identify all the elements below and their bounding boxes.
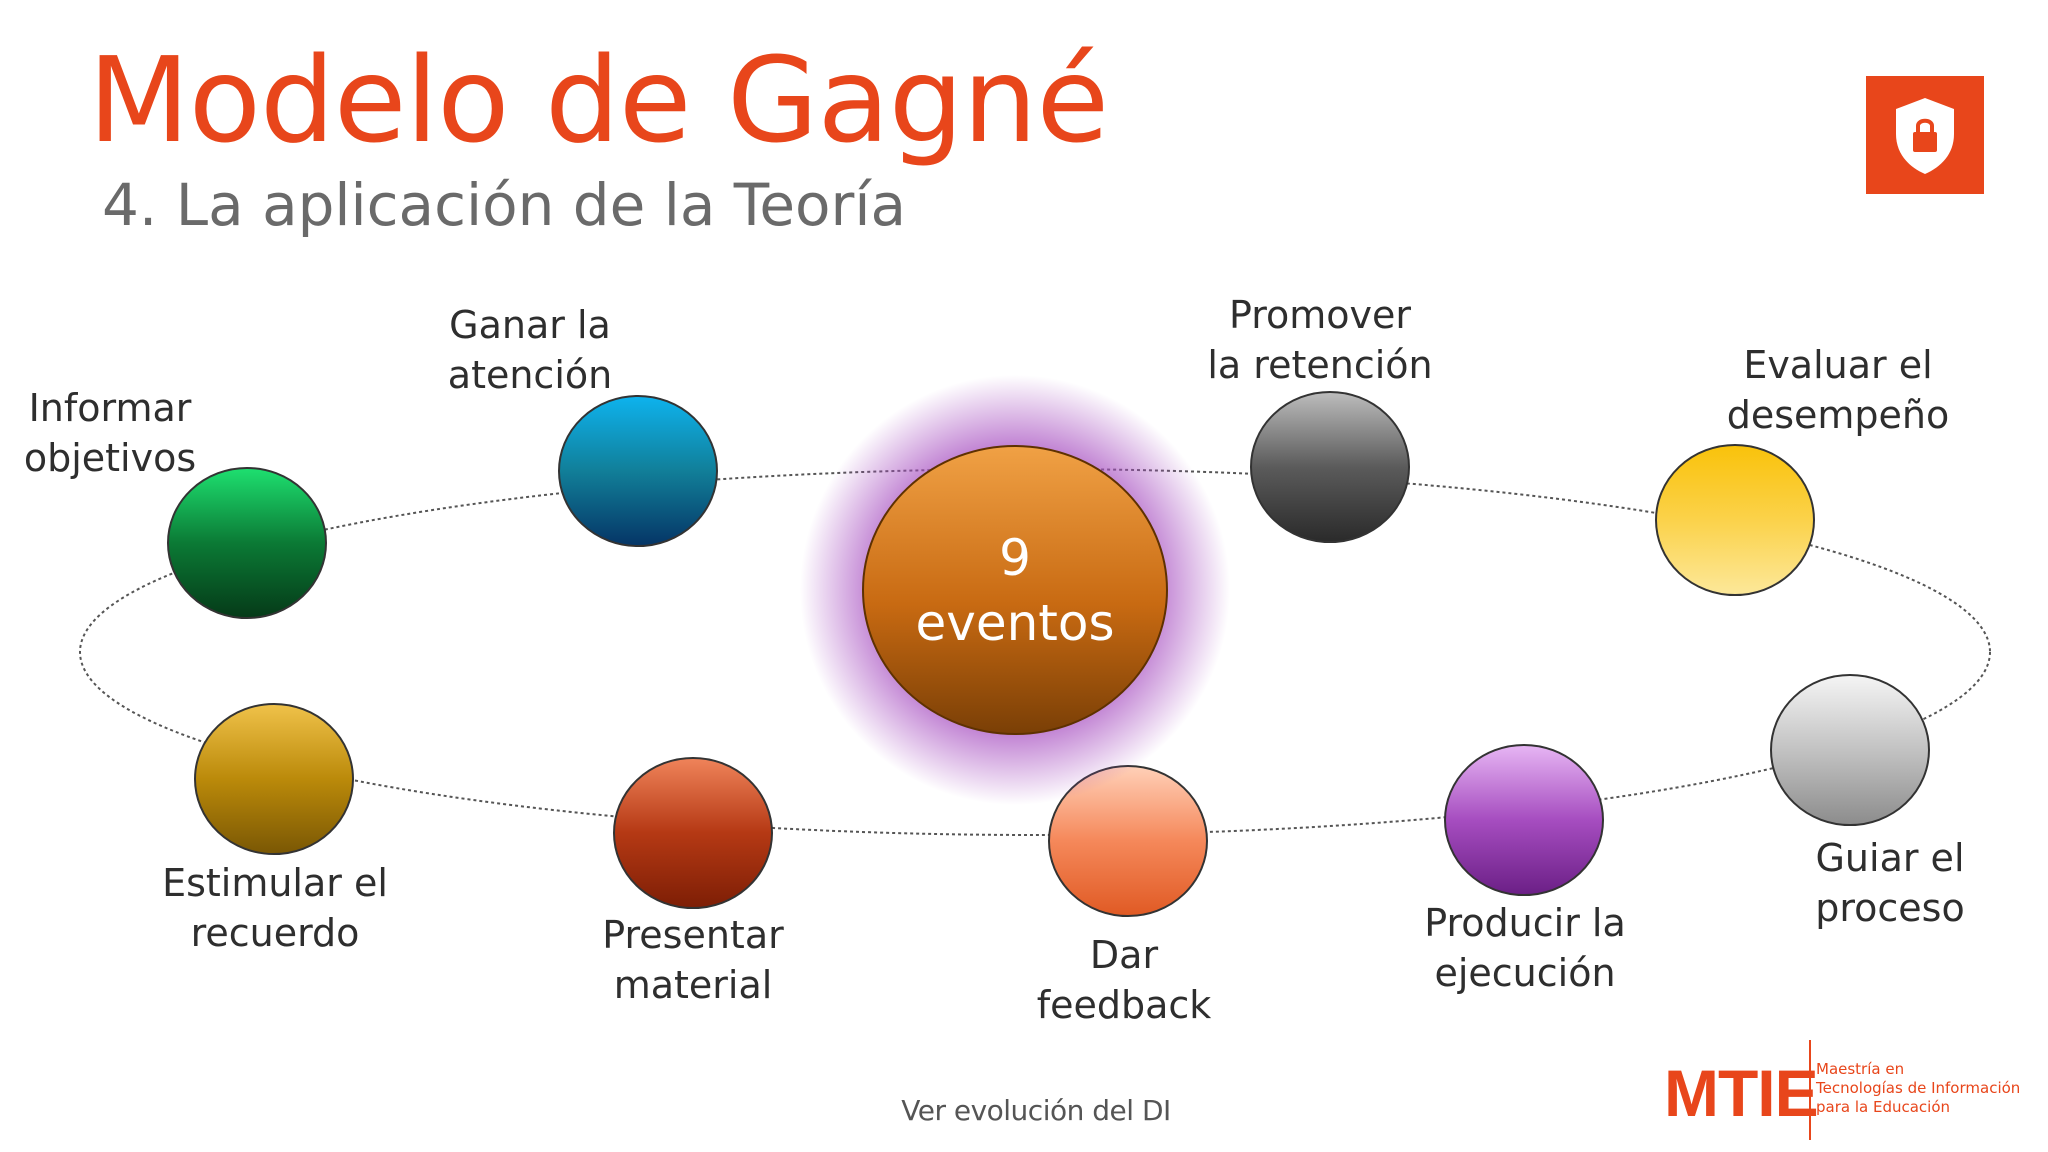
logo-divider <box>1809 1040 1811 1140</box>
event-label: Guiar el proceso <box>1815 836 1965 930</box>
gold-sphere[interactable] <box>194 702 354 856</box>
event-label: Dar feedback <box>1036 933 1212 1027</box>
logo-tagline: Maestría en Tecnologías de Información p… <box>1816 1060 2021 1116</box>
event-label: Presentar material <box>602 913 784 1007</box>
shield-badge[interactable] <box>1866 76 1984 194</box>
evolution-link[interactable]: Ver evolución del DI <box>901 1094 1171 1127</box>
dark-gray-sphere[interactable] <box>1250 390 1410 544</box>
center-label: eventos <box>915 594 1114 652</box>
event-label: Promover la retención <box>1207 293 1433 387</box>
center-number: 9 <box>999 529 1031 587</box>
event-label: Evaluar el desempeño <box>1726 343 1950 437</box>
event-label: Informar objetivos <box>23 386 197 480</box>
blue-sphere[interactable] <box>558 394 718 548</box>
center-hub[interactable]: 9 eventos <box>800 375 1230 805</box>
yellow-sphere[interactable] <box>1655 443 1815 597</box>
orbit-path <box>79 468 1991 836</box>
event-label: Producir la ejecución <box>1424 901 1626 995</box>
light-gray-sphere[interactable] <box>1770 673 1930 827</box>
logo-mark: MTIE <box>1664 1056 1819 1130</box>
shield-lock-icon <box>1866 76 1984 194</box>
event-nodes <box>167 390 1930 918</box>
center-sphere <box>862 445 1168 735</box>
event-label: Ganar la atención <box>447 303 613 397</box>
purple-sphere[interactable] <box>1444 743 1604 897</box>
page-title: Modelo de Gagné <box>88 31 1109 169</box>
page-subtitle: 4. La aplicación de la Teoría <box>102 171 907 239</box>
red-sphere[interactable] <box>613 756 773 910</box>
event-label: Estimular el recuerdo <box>162 861 388 955</box>
green-sphere[interactable] <box>167 466 327 620</box>
